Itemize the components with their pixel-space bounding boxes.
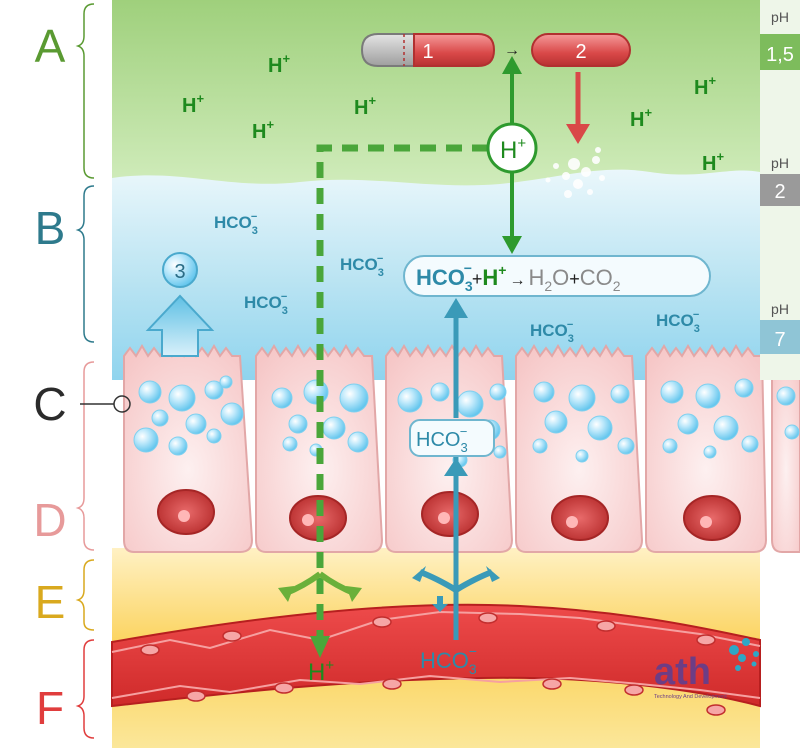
mucus-secretion-arrow <box>145 294 215 357</box>
layer-letter-a: A <box>35 20 66 72</box>
brace-b <box>75 185 95 343</box>
layer-letters: A B C D E F <box>33 20 66 734</box>
h-ion-label: H+ <box>252 117 274 143</box>
h-ions-lumen: H+ H+ H+ H+ H+ H+ H+ <box>182 51 724 175</box>
hco3-ion-label: HCO3− <box>340 253 384 279</box>
ph-value: 1,5 <box>766 44 794 66</box>
red-blood-cells <box>140 612 726 716</box>
ph-value: 7 <box>774 329 785 351</box>
hco3-pathway <box>444 298 468 640</box>
hco3-ion-label: HCO3− <box>244 291 288 317</box>
activation-arrow: → <box>504 42 520 59</box>
marker-c-pointer <box>80 395 131 413</box>
hco3-cell-label: HCO3− <box>416 424 468 455</box>
hco3-cell-box: HCO3− <box>409 419 495 457</box>
h-ion-to-reaction-arrow <box>502 172 522 254</box>
layer-letter-b: B <box>35 202 66 254</box>
h-ion-label: H+ <box>694 73 716 99</box>
hco3-blood-label: HCO3− <box>420 643 477 677</box>
brace-f <box>75 639 95 739</box>
h-ion-label: H+ <box>182 91 204 117</box>
h-ion-label: H+ <box>268 51 290 77</box>
h-ion-label: H+ <box>702 149 724 175</box>
h-ion-label: H+ <box>630 105 652 131</box>
ph-label: pH <box>771 155 789 171</box>
layer-letter-f: F <box>36 682 64 734</box>
ph-value: 2 <box>774 181 785 203</box>
hco3-ion-label: HCO3− <box>214 211 258 237</box>
secretion-marker: 3 <box>162 252 198 288</box>
enzyme-step-label: 2 <box>575 41 586 63</box>
brace-d <box>75 361 95 551</box>
hco3-ions-mucus: HCO3− HCO3− HCO3− HCO3− HCO3− <box>214 211 700 345</box>
brace-a <box>75 3 95 179</box>
layer-letter-c: C <box>33 378 66 430</box>
reaction-equation: HCO3−+H+→H2O+CO2 <box>416 260 621 294</box>
h-ion-blood-label: H+ <box>308 657 334 686</box>
enzyme-precursor: 1 <box>360 33 496 67</box>
layer-letter-e: E <box>35 576 66 628</box>
ath-logo: ath Technology And Development <box>654 638 759 700</box>
gastric-lumen-layer <box>112 0 760 200</box>
enzyme-step-label: 1 <box>422 41 433 63</box>
neutralization-reaction: HCO3−+H+→H2O+CO2 <box>403 255 711 297</box>
logo-name: ath <box>654 651 711 693</box>
hco3-ion-label: HCO3− <box>530 319 574 345</box>
ph-value-box <box>760 320 800 354</box>
ph-value-box <box>760 34 800 70</box>
layer-braces <box>75 3 95 739</box>
logo-tagline: Technology And Development <box>654 694 727 700</box>
h-ion-node: H+ <box>486 122 538 174</box>
digestion-arrow <box>566 72 590 144</box>
h-ion-activation-arrow <box>502 56 522 124</box>
vessel-wall-pattern <box>111 610 761 699</box>
hco3-ion-label: HCO3− <box>656 309 700 335</box>
h-ion-label: H+ <box>354 93 376 119</box>
digestion-burst <box>545 147 605 198</box>
ph-label: pH <box>771 301 789 317</box>
ph-value-box <box>760 174 800 206</box>
brace-e <box>75 559 95 631</box>
h-ion-pathway <box>316 144 488 640</box>
h-ion-pathway-arrowhead <box>310 636 330 658</box>
secretion-marker-label: 3 <box>174 261 185 283</box>
h-ion-node-label: H+ <box>500 135 526 164</box>
ph-label: pH <box>771 9 789 25</box>
ph-scale: pH 1,5 pH 2 pH 7 <box>760 9 800 354</box>
logo-droplets-icon <box>729 638 759 671</box>
layer-letter-d: D <box>33 494 66 546</box>
enzyme-active: 2 <box>531 33 631 67</box>
